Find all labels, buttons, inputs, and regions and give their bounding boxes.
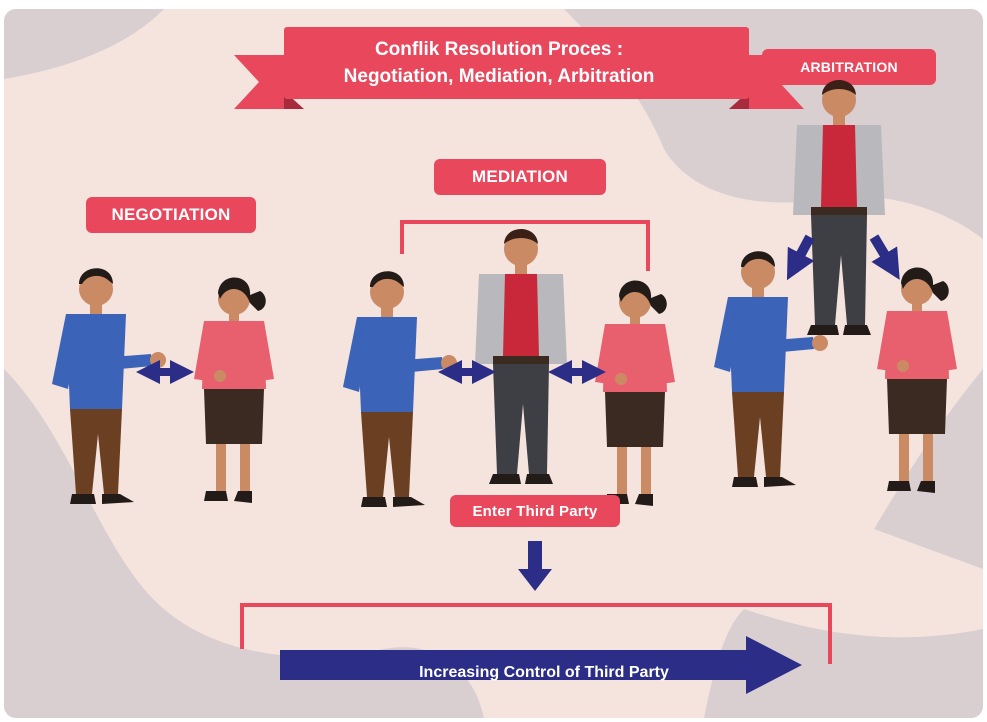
mediation-woman bbox=[595, 280, 675, 506]
down-arrow bbox=[518, 541, 552, 591]
title-line-2: Negotiation, Mediation, Arbitration bbox=[343, 66, 655, 87]
control-bracket bbox=[240, 603, 832, 664]
negotiation-man bbox=[52, 268, 166, 504]
page-title: Conflik Resolution Proces : Negotiation,… bbox=[309, 33, 689, 93]
mediator-figure bbox=[475, 229, 567, 484]
mediation-label: MEDIATION bbox=[434, 159, 606, 195]
mediation-bracket bbox=[400, 220, 650, 271]
arbitration-woman bbox=[877, 267, 957, 493]
arbitration-left-arrow bbox=[786, 234, 815, 281]
diagram-graphics bbox=[52, 80, 957, 694]
arbitration-man bbox=[714, 251, 828, 487]
arbitration-label: ARBITRATION bbox=[762, 49, 936, 85]
increasing-control-label: Increasing Control of Third Party bbox=[419, 664, 669, 681]
arbitrator-figure bbox=[793, 80, 885, 335]
increasing-control-arrow bbox=[280, 636, 802, 694]
diagram-canvas: Conflik Resolution Proces : Negotiation,… bbox=[4, 9, 983, 718]
negotiation-woman bbox=[194, 277, 274, 503]
mediation-man bbox=[343, 271, 457, 507]
arbitration-right-arrow bbox=[869, 234, 900, 280]
title-line-1: Conflik Resolution Proces : bbox=[374, 39, 624, 60]
negotiation-label: NEGOTIATION bbox=[86, 197, 256, 233]
enter-third-party-label: Enter Third Party bbox=[450, 495, 620, 527]
title-ribbon bbox=[234, 27, 804, 109]
